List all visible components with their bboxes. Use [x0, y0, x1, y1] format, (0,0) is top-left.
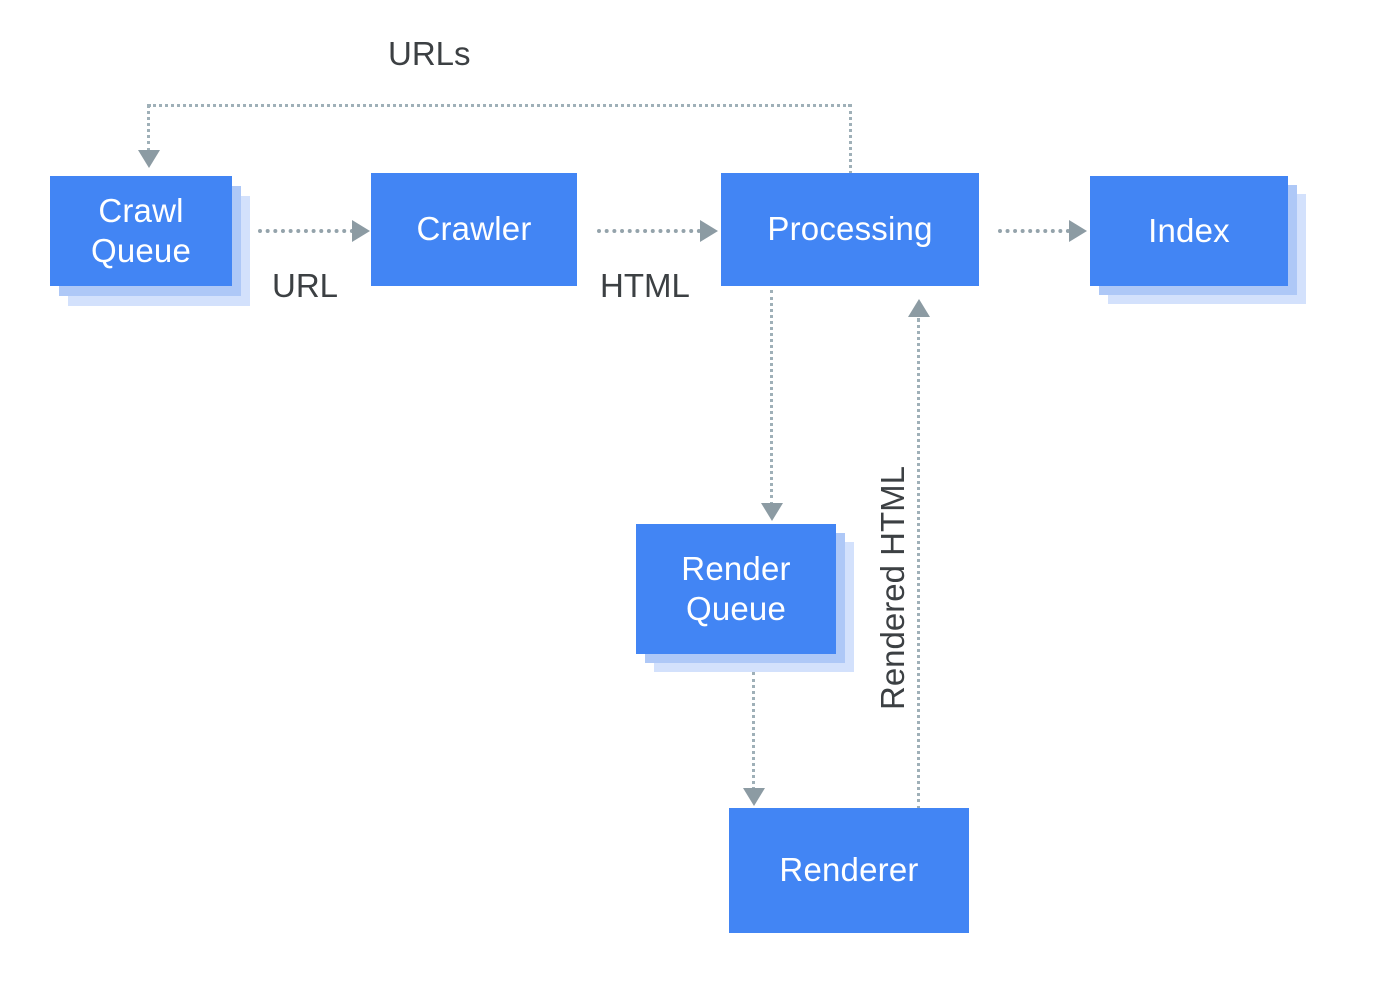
edge-arrowhead-processing-up: [908, 299, 930, 317]
edge-arrowhead-html: [700, 220, 718, 242]
node-index[interactable]: Index: [1090, 176, 1288, 286]
feedback-line-top-run: [148, 104, 851, 107]
feedback-line-right-leg: [849, 104, 852, 174]
node-crawl-queue-label: Crawl Queue: [90, 191, 192, 269]
edge-line-renderqueue-to-renderer: [752, 672, 755, 790]
node-render-queue[interactable]: Render Queue: [636, 524, 836, 654]
edge-label-rendered-html: Rendered HTML: [874, 466, 911, 710]
edge-arrowhead-renderer: [743, 788, 765, 806]
node-processing[interactable]: Processing: [721, 173, 979, 286]
edge-arrowhead-renderqueue: [761, 503, 783, 521]
node-render-queue-label: Render Queue: [681, 549, 791, 627]
node-crawl-queue[interactable]: Crawl Queue: [50, 176, 232, 286]
edge-label-html: HTML: [600, 267, 690, 304]
node-processing-label: Processing: [767, 210, 933, 248]
edge-line-processing-to-index: [998, 229, 1070, 233]
node-crawler[interactable]: Crawler: [371, 173, 577, 286]
feedback-line-left-leg: [147, 104, 150, 152]
edge-line-url: [258, 229, 354, 233]
edge-arrowhead-url: [352, 220, 370, 242]
edge-line-html: [597, 229, 701, 233]
edge-line-processing-to-renderqueue: [770, 290, 773, 505]
edge-label-urls: URLs: [388, 35, 471, 72]
node-crawler-label: Crawler: [416, 210, 532, 248]
node-renderer-label: Renderer: [779, 851, 919, 889]
node-renderer[interactable]: Renderer: [729, 808, 969, 933]
edge-arrowhead-processing-to-index: [1069, 220, 1087, 242]
edge-line-renderer-to-processing: [917, 318, 920, 810]
edge-label-url: URL: [272, 267, 339, 304]
feedback-arrowhead-down: [138, 150, 160, 168]
node-index-label: Index: [1148, 211, 1230, 249]
